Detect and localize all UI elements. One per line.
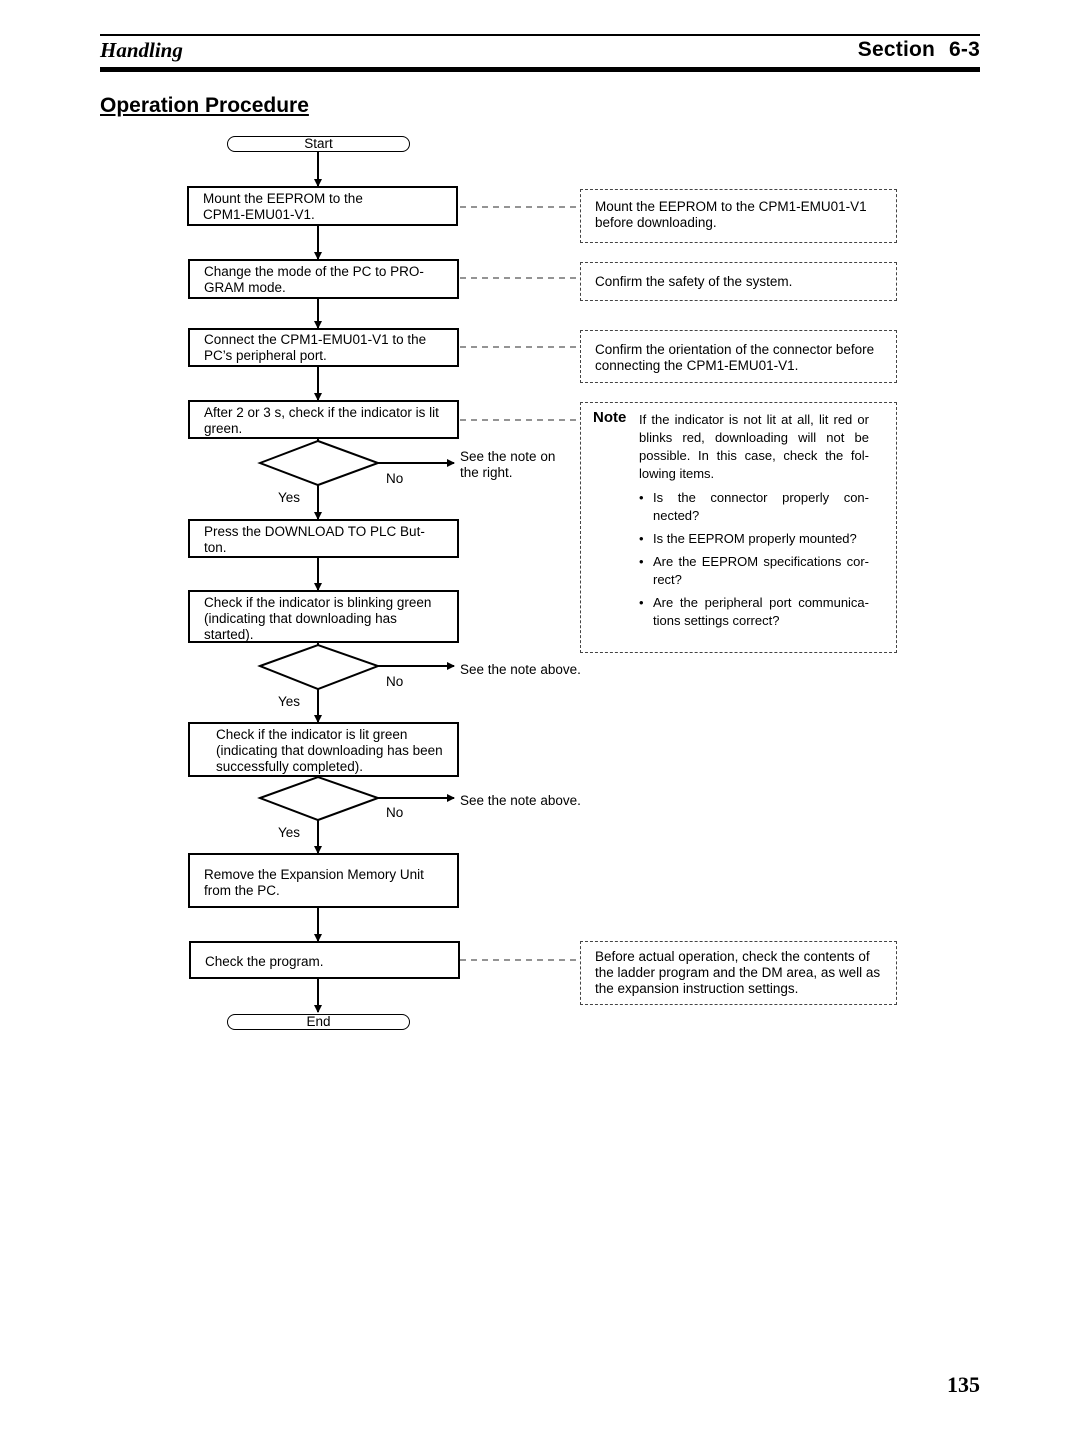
- flow-step-remove-unit: Remove the Expansion Memory Unit from th…: [188, 853, 459, 908]
- decision-diamond-2: [257, 643, 381, 691]
- flow-start: Start: [227, 136, 410, 152]
- side-note-orientation: Confirm the orientation of the connector…: [580, 330, 897, 383]
- list-item: • Are the peripheral port communica-tions…: [639, 594, 869, 630]
- bullet-glyph: •: [639, 490, 644, 505]
- list-item: • Are the EEPROM specifications cor-rect?: [639, 553, 869, 589]
- indicator-note-box: Note If the indicator is not lit at all,…: [580, 402, 897, 653]
- decision3-no-target: See the note above.: [460, 793, 581, 808]
- note-item-text: Are the EEPROM specifications cor-rect?: [653, 554, 869, 587]
- flow-step-connect-unit: Connect the CPM1-EMU01-V1 to the PC’s pe…: [188, 328, 459, 367]
- flow-step-change-mode: Change the mode of the PC to PRO-GRAM mo…: [188, 259, 459, 299]
- note-checklist: • Is the connector properly con-nected? •…: [639, 489, 869, 630]
- bullet-glyph: •: [639, 595, 644, 610]
- running-header-title: Handling: [100, 38, 183, 62]
- section-number: 6-3: [949, 38, 980, 61]
- flow-end: End: [227, 1014, 410, 1030]
- flow-step-mount-eeprom: Mount the EEPROM to the CPM1-EMU01-V1.: [187, 186, 458, 226]
- side-note-safety: Confirm the safety of the system.: [580, 262, 897, 301]
- page-number: 135: [947, 1372, 980, 1397]
- decision2-no-target: See the note above.: [460, 662, 581, 677]
- decision1-no-label: No: [386, 471, 404, 486]
- note-item-text: Is the EEPROM properly mounted?: [653, 531, 857, 546]
- side-note-mount-before-download: Mount the EEPROM to the CPM1-EMU01-V1 be…: [580, 189, 897, 243]
- flow-step-press-download: Press the DOWNLOAD TO PLC But-ton.: [188, 519, 459, 558]
- decision3-no-label: No: [386, 805, 404, 820]
- note-item-text: Are the peripheral port communica-tions …: [653, 595, 869, 628]
- note-body: If the indicator is not lit at all, lit …: [639, 411, 869, 635]
- list-item: • Is the connector properly con-nected?: [639, 489, 869, 525]
- flow-step-check-completed: Check if the indicator is lit green (ind…: [188, 722, 459, 777]
- decision2-no-label: No: [386, 674, 404, 689]
- list-item: • Is the EEPROM properly mounted?: [639, 530, 869, 548]
- flow-step-check-indicator: After 2 or 3 s, check if the indicator i…: [188, 400, 459, 439]
- flow-step-check-blinking: Check if the indicator is blinking green…: [188, 590, 459, 643]
- note-text: If the indicator is not lit at all, lit …: [639, 412, 869, 481]
- section-word: Section: [857, 38, 936, 61]
- decision1-no-target: See the note on the right.: [460, 449, 556, 480]
- flow-step-check-program: Check the program.: [189, 941, 460, 979]
- bullet-glyph: •: [639, 554, 644, 569]
- decision-diamond-3: [257, 775, 381, 822]
- decision2-yes-label: Yes: [278, 694, 301, 709]
- note-item-text: Is the connector properly con-nected?: [653, 490, 869, 523]
- header-rule-top: [100, 34, 980, 36]
- note-label: Note: [593, 409, 627, 426]
- decision1-yes-label: Yes: [278, 490, 301, 505]
- side-note-before-operation: Before actual operation, check the conte…: [580, 941, 897, 1005]
- page-title: Operation Procedure: [100, 94, 309, 117]
- decision3-yes-label: Yes: [278, 825, 301, 840]
- header-rule-bottom: [100, 67, 980, 72]
- section-label: Section 6-3: [858, 38, 980, 62]
- decision-diamond-1: [257, 439, 381, 487]
- bullet-glyph: •: [639, 531, 644, 546]
